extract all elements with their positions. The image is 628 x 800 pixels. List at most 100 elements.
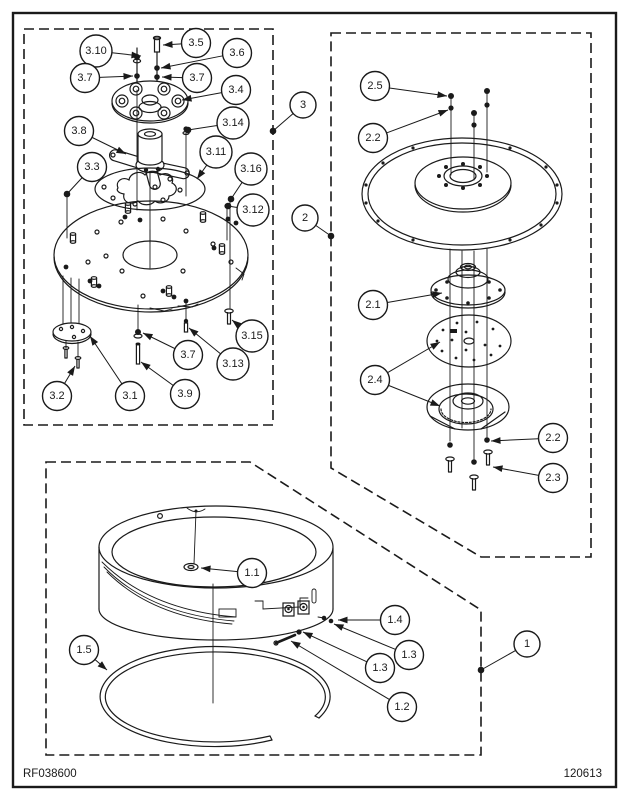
- callout-3.13: 3.13: [188, 327, 250, 381]
- callout-label: 3.4: [228, 84, 243, 96]
- leader-line: [272, 113, 294, 132]
- callout-1.1: 1.1: [200, 557, 268, 589]
- callout-balloon: [172, 339, 204, 371]
- callout-label: 2: [302, 212, 308, 224]
- assembly-1-boundary: [45, 461, 482, 756]
- leader-arrowhead: [334, 624, 345, 631]
- assembly-2-drawing: [361, 88, 563, 491]
- callout-balloon: [216, 106, 250, 140]
- callout-balloon: [236, 193, 270, 227]
- callout-balloon: [79, 34, 113, 68]
- callout-3.7: 3.7: [161, 62, 213, 94]
- leader-line: [290, 640, 390, 701]
- callout-3.6: 3.6: [160, 37, 253, 70]
- leader-dot: [63, 190, 71, 198]
- callout-label: 2.2: [545, 432, 560, 444]
- callout-label: 3.6: [229, 47, 244, 59]
- callout-label: 3.11: [206, 146, 227, 158]
- callout-3.10: 3.10: [79, 34, 142, 68]
- leader-arrowhead: [131, 51, 141, 59]
- callout-label: 1.1: [244, 567, 259, 579]
- callout-1.5: 1.5: [68, 634, 108, 671]
- leader-line: [66, 177, 83, 195]
- leader-arrowhead: [201, 565, 211, 573]
- leader-line: [333, 623, 396, 650]
- leader-line: [387, 341, 441, 374]
- callout-label: 3.1: [122, 390, 137, 402]
- coupling-disc: [111, 80, 189, 124]
- callout-label: 2.5: [367, 80, 382, 92]
- callout-label: 3.12: [242, 204, 263, 216]
- bottom-bolts: [445, 437, 493, 491]
- callout-label: 3.8: [71, 125, 86, 137]
- callout-balloon: [357, 289, 389, 321]
- callout-balloon: [63, 115, 95, 147]
- leader-arrowhead: [143, 333, 154, 341]
- callout-label: 1.3: [372, 662, 387, 674]
- footer-right-text: 120613: [563, 768, 602, 780]
- callout-balloon: [379, 604, 411, 636]
- callout-2.1: 2.1: [357, 289, 443, 321]
- lower-fasteners: [133, 302, 234, 365]
- callout-1.2: 1.2: [290, 640, 418, 723]
- callout-3.16: 3.16: [227, 152, 268, 203]
- top-screws: [448, 88, 490, 181]
- callout-balloon: [41, 380, 73, 412]
- leader-dot: [327, 232, 335, 240]
- leader-line: [230, 182, 243, 200]
- leader-arrowhead: [197, 169, 206, 179]
- leader-line: [160, 55, 223, 69]
- leader-arrowhead: [303, 632, 314, 640]
- callout-balloon: [76, 151, 108, 183]
- callout-label: 2.3: [545, 472, 560, 484]
- leader-dot: [227, 195, 235, 203]
- callout-label: 1: [524, 638, 530, 650]
- leader-arrowhead: [161, 62, 171, 70]
- leader-dot: [224, 202, 232, 210]
- callout-3.11: 3.11: [196, 135, 233, 180]
- callout-balloon: [180, 27, 212, 59]
- callout-balloon: [114, 380, 146, 412]
- callout-label: 2.2: [365, 132, 380, 144]
- callout-label: 3.15: [241, 330, 262, 342]
- callout-balloon: [181, 62, 213, 94]
- leader-arrowhead: [338, 616, 348, 624]
- callout-balloon: [386, 691, 418, 723]
- callout-label: 1.2: [394, 701, 409, 713]
- callout-label: 3.5: [188, 37, 203, 49]
- callout-label: 3: [300, 99, 306, 111]
- callout-balloon: [220, 74, 252, 106]
- leader-arrowhead: [163, 41, 173, 48]
- leader-arrowhead: [123, 72, 133, 80]
- callout-1.3: 1.3: [333, 623, 425, 671]
- callout-balloon: [359, 364, 391, 396]
- assembly-3-boundary: [23, 28, 274, 426]
- leader-arrowhead: [437, 110, 448, 117]
- callout-label: 2.4: [367, 374, 382, 386]
- assembly-2-boundary: [330, 32, 592, 558]
- leader-arrowhead: [429, 399, 440, 406]
- callout-3.8: 3.8: [63, 115, 127, 155]
- callout-balloon: [69, 62, 101, 94]
- through-bolt-lines: [449, 248, 488, 460]
- leader-arrowhead: [430, 342, 440, 350]
- leader-arrowhead: [493, 465, 503, 473]
- callout-2.3: 2.3: [492, 462, 569, 494]
- leader-line: [187, 124, 218, 131]
- main-plate: [53, 200, 249, 313]
- callout-balloon: [199, 135, 233, 169]
- footer-left-text: RF038600: [23, 768, 77, 780]
- sheet-border: [11, 11, 618, 789]
- leader-arrowhead: [291, 641, 301, 649]
- callout-label: 3.10: [85, 45, 106, 57]
- bearing-housing: [430, 262, 506, 309]
- callout-2.4: 2.4: [359, 341, 441, 407]
- pulley: [426, 383, 510, 431]
- drive-disc: [361, 137, 563, 251]
- leader-arrowhead: [437, 91, 447, 99]
- callout-balloon: [236, 557, 268, 589]
- clutch-plate: [426, 314, 512, 368]
- callout-2.2: 2.2: [490, 422, 569, 454]
